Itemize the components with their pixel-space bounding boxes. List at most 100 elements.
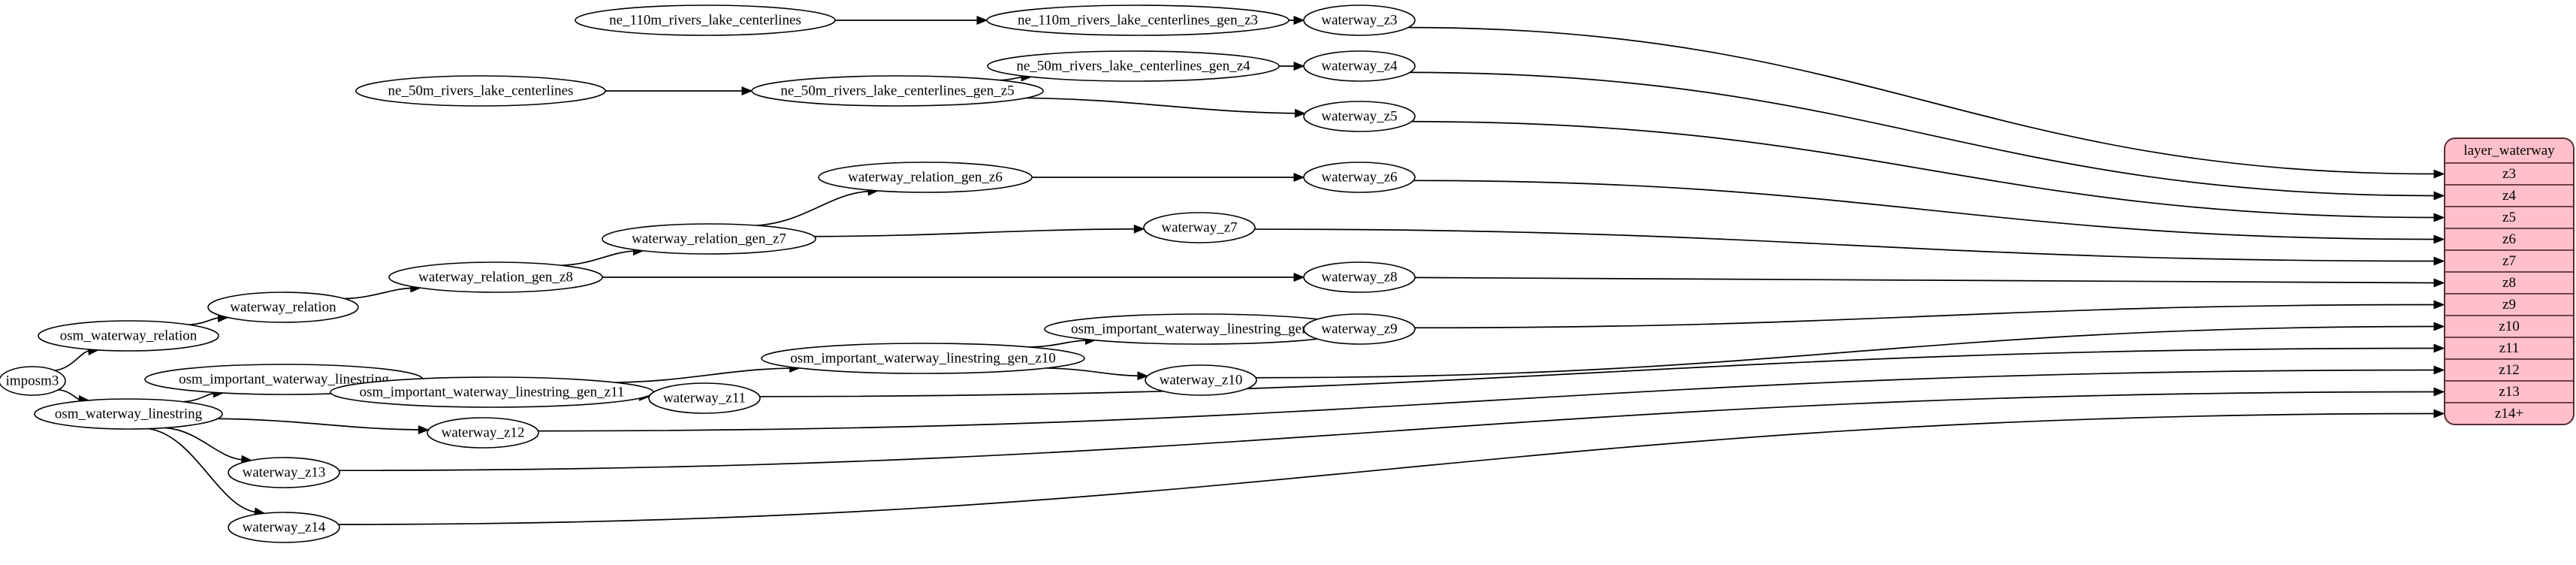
edge-waterway_z9-to-layer_waterway_z9 xyxy=(1414,304,2436,329)
node-waterway_z7[interactable]: waterway_z7 xyxy=(1143,212,1256,243)
node-waterway_z10[interactable]: waterway_z10 xyxy=(1145,364,1257,396)
node-ellipse xyxy=(1303,261,1416,293)
node-osm_waterway_linestring[interactable]: osm_waterway_linestring xyxy=(34,398,223,430)
node-ellipse xyxy=(0,366,66,396)
node-ne_110m_rivers_lake_centerlines_gen_z3[interactable]: ne_110m_rivers_lake_centerlines_gen_z3 xyxy=(986,5,1290,36)
node-waterway_z11[interactable]: waterway_z11 xyxy=(648,382,761,414)
node-ellipse xyxy=(388,261,603,293)
edge-arrowhead xyxy=(418,425,430,434)
node-ellipse xyxy=(38,320,219,352)
node-label: ne_50m_rivers_lake_centerlines xyxy=(388,83,574,98)
node-waterway_z4[interactable]: waterway_z4 xyxy=(1303,50,1416,82)
edge-arrowhead xyxy=(1293,16,1305,25)
node-label: waterway_relation_gen_z7 xyxy=(632,231,786,246)
node-waterway_z9[interactable]: waterway_z9 xyxy=(1303,313,1416,345)
node-label: waterway_z9 xyxy=(1321,321,1397,337)
table-row-z4[interactable] xyxy=(2445,184,2574,207)
node-waterway_z6[interactable]: waterway_z6 xyxy=(1303,162,1416,193)
node-label: waterway_z14 xyxy=(243,519,326,535)
node-ne_50m_rivers_lake_centerlines_gen_z5[interactable]: ne_50m_rivers_lake_centerlines_gen_z5 xyxy=(751,75,1044,107)
edge-waterway_z7-to-layer_waterway_z7 xyxy=(1254,228,2436,262)
edge-waterway_z4-to-layer_waterway_z4 xyxy=(1410,71,2436,197)
table-node-layer: layer_waterwayz3z4z5z6z7z8z9z10z11z12z13… xyxy=(2444,137,2574,425)
node-waterway_z14[interactable]: waterway_z14 xyxy=(228,512,340,543)
node-waterway_relation_gen_z7[interactable]: waterway_relation_gen_z7 xyxy=(602,223,816,255)
node-waterway_z12[interactable]: waterway_z12 xyxy=(427,417,539,449)
edge-arrowhead xyxy=(2433,213,2445,222)
node-label: osm_important_waterway_linestring_gen_z1… xyxy=(360,384,625,400)
edge-imposm3-to-osm_waterway_linestring xyxy=(58,388,80,400)
node-waterway_relation_gen_z6[interactable]: waterway_relation_gen_z6 xyxy=(818,162,1033,193)
edge-arrowhead xyxy=(976,16,988,25)
node-label: osm_important_waterway_linestring_gen_z1… xyxy=(790,350,1056,366)
node-label: osm_waterway_relation xyxy=(60,328,198,343)
layer-waterway-table[interactable]: layer_waterwayz3z4z5z6z7z8z9z10z11z12z13… xyxy=(2445,138,2574,425)
node-label: waterway_z4 xyxy=(1321,58,1398,74)
node-label: imposm3 xyxy=(6,373,59,388)
edge-waterway_z14-to-layer_waterway_z14_ xyxy=(338,412,2436,525)
node-label: waterway_z3 xyxy=(1321,12,1397,28)
table-row-z14+[interactable] xyxy=(2445,402,2574,425)
table-row-z12[interactable] xyxy=(2445,358,2574,382)
node-ellipse xyxy=(228,512,340,543)
node-ellipse xyxy=(751,75,1044,107)
node-ne_50m_rivers_lake_centerlines_gen_z4[interactable]: ne_50m_rivers_lake_centerlines_gen_z4 xyxy=(987,50,1280,82)
edge-waterway_z6-to-layer_waterway_z6 xyxy=(1413,180,2436,240)
node-ellipse xyxy=(1303,162,1416,193)
node-imposm3[interactable]: imposm3 xyxy=(0,366,66,396)
table-row-z10[interactable] xyxy=(2445,315,2574,338)
table-row-label: z13 xyxy=(2499,384,2519,400)
table-row-label: z9 xyxy=(2502,297,2516,313)
node-ellipse xyxy=(1303,50,1416,82)
node-waterway_z13[interactable]: waterway_z13 xyxy=(228,457,340,488)
node-ellipse xyxy=(761,343,1085,374)
node-label: waterway_relation_gen_z6 xyxy=(848,169,1003,185)
edge-osm_waterway_linestring-to-waterway_z13 xyxy=(164,427,243,461)
node-label: waterway_z8 xyxy=(1321,269,1397,285)
node-ellipse xyxy=(1143,212,1256,243)
table-title: layer_waterway xyxy=(2463,143,2555,159)
node-label: osm_waterway_linestring xyxy=(55,406,203,421)
node-ellipse xyxy=(207,292,359,323)
edge-arrowhead xyxy=(1293,273,1305,282)
edge-arrowhead xyxy=(741,86,753,95)
node-label: ne_50m_rivers_lake_centerlines_gen_z5 xyxy=(780,83,1014,98)
node-waterway_relation[interactable]: waterway_relation xyxy=(207,292,359,323)
edge-osm_important_waterway_linestring_gen_z11-to-osm_important_waterway_linestring_gen_z10 xyxy=(615,367,791,383)
node-label: waterway_z13 xyxy=(243,464,326,480)
table-row-label: z3 xyxy=(2502,166,2516,182)
node-label: ne_50m_rivers_lake_centerlines_gen_z4 xyxy=(1016,58,1250,74)
edge-waterway_relation_gen_z7-to-waterway_relation_gen_z6 xyxy=(756,190,870,226)
edge-waterway_z10-to-layer_waterway_z10 xyxy=(1255,325,2436,379)
table-row-label: z4 xyxy=(2502,188,2516,204)
node-osm_important_waterway_linestring_gen_z10[interactable]: osm_important_waterway_linestring_gen_z1… xyxy=(761,343,1085,374)
edge-ne_50m_rivers_lake_centerlines_gen_z5-to-waterway_z5 xyxy=(1025,97,1296,114)
node-label: ne_110m_rivers_lake_centerlines_gen_z3 xyxy=(1018,12,1258,28)
node-ellipse xyxy=(228,457,340,488)
node-osm_important_waterway_linestring_gen_z11[interactable]: osm_important_waterway_linestring_gen_z1… xyxy=(330,376,654,408)
edge-osm_important_waterway_linestring_gen_z10-to-waterway_z10 xyxy=(1046,367,1139,377)
node-waterway_relation_gen_z8[interactable]: waterway_relation_gen_z8 xyxy=(388,261,603,293)
edge-arrowhead xyxy=(2433,365,2445,375)
edge-arrowhead xyxy=(2433,169,2445,179)
table-row-z6[interactable] xyxy=(2445,228,2574,251)
node-ellipse xyxy=(575,5,836,36)
edge-waterway_z13-to-layer_waterway_z13 xyxy=(339,391,2436,472)
edge-waterway_relation-to-waterway_relation_gen_z8 xyxy=(344,287,412,300)
table-row-label: z10 xyxy=(2499,319,2519,334)
edge-waterway_relation_gen_z8-to-waterway_relation_gen_z7 xyxy=(561,250,635,267)
node-ellipse xyxy=(602,223,816,255)
node-ellipse xyxy=(34,398,223,430)
edge-arrowhead xyxy=(1294,108,1306,118)
node-ne_50m_rivers_lake_centerlines[interactable]: ne_50m_rivers_lake_centerlines xyxy=(355,75,606,107)
node-ellipse xyxy=(986,5,1290,36)
node-waterway_z5[interactable]: waterway_z5 xyxy=(1303,101,1416,132)
node-ne_110m_rivers_lake_centerlines[interactable]: ne_110m_rivers_lake_centerlines xyxy=(575,5,836,36)
table-row-z5[interactable] xyxy=(2445,206,2574,229)
node-osm_waterway_relation[interactable]: osm_waterway_relation xyxy=(38,320,219,352)
node-osm_important_waterway_linestring_gen_z9[interactable]: osm_important_waterway_linestring_gen_z9 xyxy=(1044,313,1356,345)
node-ellipse xyxy=(355,75,606,107)
node-waterway_z8[interactable]: waterway_z8 xyxy=(1303,261,1416,293)
node-waterway_z3[interactable]: waterway_z3 xyxy=(1303,5,1416,36)
